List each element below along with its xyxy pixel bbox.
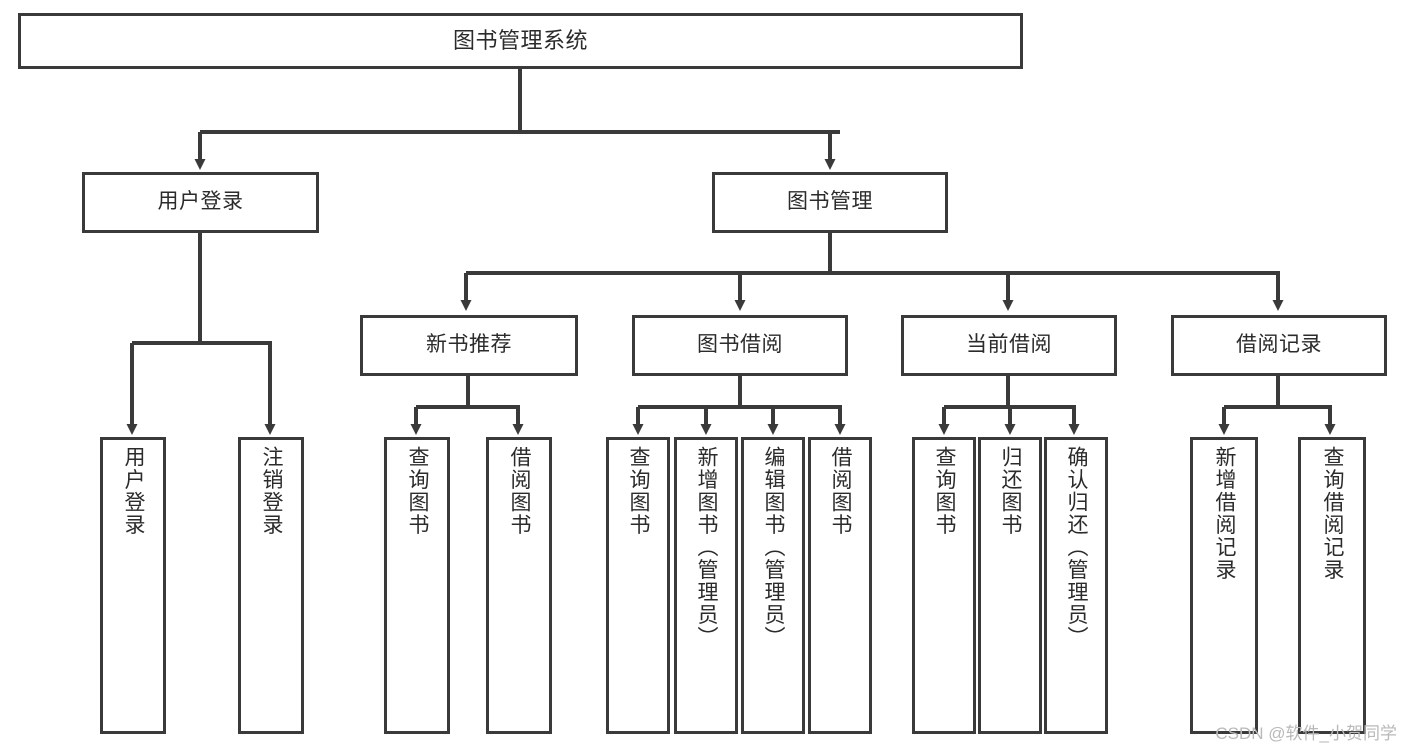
node-leaf-query-record[interactable]: 查询借阅记录 xyxy=(1298,437,1366,734)
node-leaf-edit-book-label: 编辑图书（管理员） xyxy=(762,446,786,649)
node-leaf-return-book[interactable]: 归还图书 xyxy=(978,437,1042,734)
node-leaf-confirm-return-label: 确认归还（管理员） xyxy=(1065,446,1089,649)
node-leaf-add-record[interactable]: 新增借阅记录 xyxy=(1190,437,1258,734)
node-new-book-recommend-label: 新书推荐 xyxy=(426,333,512,357)
node-leaf-borrow-book-2-label: 借阅图书 xyxy=(829,446,853,536)
node-borrow-record-label: 借阅记录 xyxy=(1236,333,1322,357)
csdn-watermark: CSDN @软件_小贺同学 xyxy=(1215,724,1397,743)
node-leaf-query-record-label: 查询借阅记录 xyxy=(1321,446,1345,581)
node-leaf-query-book-2[interactable]: 查询图书 xyxy=(606,437,670,734)
node-leaf-add-book[interactable]: 新增图书（管理员） xyxy=(674,437,738,734)
node-leaf-borrow-book-2[interactable]: 借阅图书 xyxy=(808,437,872,734)
node-root[interactable]: 图书管理系统 xyxy=(18,13,1023,69)
node-current-borrow[interactable]: 当前借阅 xyxy=(901,315,1117,376)
node-leaf-query-book-3-label: 查询图书 xyxy=(933,446,957,536)
node-user-login[interactable]: 用户登录 xyxy=(82,172,319,233)
node-leaf-user-login-label: 用户登录 xyxy=(122,446,146,536)
node-leaf-confirm-return[interactable]: 确认归还（管理员） xyxy=(1044,437,1108,734)
node-leaf-borrow-book-1-label: 借阅图书 xyxy=(508,446,532,536)
node-leaf-query-book-3[interactable]: 查询图书 xyxy=(912,437,976,734)
node-leaf-logout-label: 注销登录 xyxy=(260,446,284,536)
node-current-borrow-label: 当前借阅 xyxy=(966,333,1052,357)
node-leaf-query-book-1-label: 查询图书 xyxy=(406,446,430,536)
node-leaf-query-book-1[interactable]: 查询图书 xyxy=(384,437,450,734)
node-leaf-query-book-2-label: 查询图书 xyxy=(627,446,651,536)
node-borrow-record[interactable]: 借阅记录 xyxy=(1171,315,1387,376)
node-leaf-borrow-book-1[interactable]: 借阅图书 xyxy=(486,437,552,734)
node-leaf-user-login[interactable]: 用户登录 xyxy=(100,437,166,734)
node-book-borrow-label: 图书借阅 xyxy=(697,333,783,357)
node-book-management[interactable]: 图书管理 xyxy=(712,172,948,233)
node-root-label: 图书管理系统 xyxy=(452,28,588,54)
node-leaf-return-book-label: 归还图书 xyxy=(999,446,1023,536)
node-leaf-add-book-label: 新增图书（管理员） xyxy=(695,446,719,649)
node-new-book-recommend[interactable]: 新书推荐 xyxy=(360,315,578,376)
node-leaf-edit-book[interactable]: 编辑图书（管理员） xyxy=(741,437,805,734)
node-leaf-logout[interactable]: 注销登录 xyxy=(238,437,304,734)
node-book-management-label: 图书管理 xyxy=(787,190,873,214)
node-leaf-add-record-label: 新增借阅记录 xyxy=(1213,446,1237,581)
node-book-borrow[interactable]: 图书借阅 xyxy=(632,315,848,376)
node-user-login-label: 用户登录 xyxy=(157,190,244,214)
